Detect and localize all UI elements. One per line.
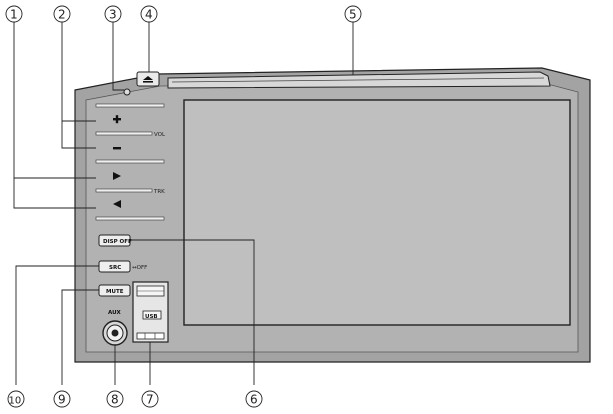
usb-cover-base [136, 332, 165, 340]
reset-button[interactable] [123, 88, 131, 96]
svg-text:3: 3 [109, 8, 117, 22]
leader-lines [13, 22, 354, 385]
callout-4: 4 [140, 5, 158, 23]
vol-label: VOL [154, 132, 166, 138]
usb-logo: USB [142, 310, 162, 320]
callouts: 1 2 3 4 5 6 7 8 9 10 [5, 5, 362, 408]
svg-text:2: 2 [58, 8, 66, 22]
svg-text:10: 10 [9, 396, 22, 407]
aux-label: AUX [108, 310, 122, 316]
svg-text:9: 9 [58, 393, 66, 407]
svg-text:6: 6 [250, 393, 258, 407]
svg-text:8: 8 [111, 393, 119, 407]
aux-jack-hole [111, 329, 119, 337]
callout-10: 10 [7, 390, 25, 408]
strip-2 [95, 131, 153, 136]
disp-off-label: DISP OFF [103, 239, 132, 245]
display-screen [183, 99, 571, 326]
eject-icon [143, 76, 153, 83]
svg-text:5: 5 [349, 8, 357, 22]
left-button-strips [95, 103, 165, 221]
strip-5 [95, 216, 165, 221]
callout-8: 8 [106, 390, 124, 408]
callout-3: 3 [104, 5, 122, 23]
src-button[interactable] [98, 260, 131, 273]
callout-7: 7 [141, 390, 159, 408]
volume-down-button[interactable] [113, 147, 121, 150]
track-prev-button[interactable] [113, 200, 121, 208]
strip-4 [95, 188, 153, 193]
trk-label: TRK [153, 189, 165, 195]
src-off-label: ↔OFF [132, 265, 147, 271]
callout-6: 6 [245, 390, 263, 408]
mute-button[interactable] [98, 284, 131, 297]
mute-label: MUTE [106, 289, 124, 295]
src-label: SRC [109, 265, 121, 271]
callout-5: 5 [344, 5, 362, 23]
callout-9: 9 [53, 390, 71, 408]
volume-up-button[interactable] [113, 115, 121, 124]
svg-text:7: 7 [146, 393, 154, 407]
strip-3 [95, 159, 165, 164]
svg-text:USB: USB [145, 314, 158, 320]
callout-2: 2 [53, 5, 71, 23]
callout-1: 1 [5, 5, 23, 23]
track-next-button[interactable] [113, 172, 121, 180]
strip-1 [95, 103, 165, 108]
disp-off-button[interactable] [98, 234, 131, 247]
svg-text:4: 4 [145, 8, 153, 22]
svg-text:1: 1 [10, 8, 18, 22]
